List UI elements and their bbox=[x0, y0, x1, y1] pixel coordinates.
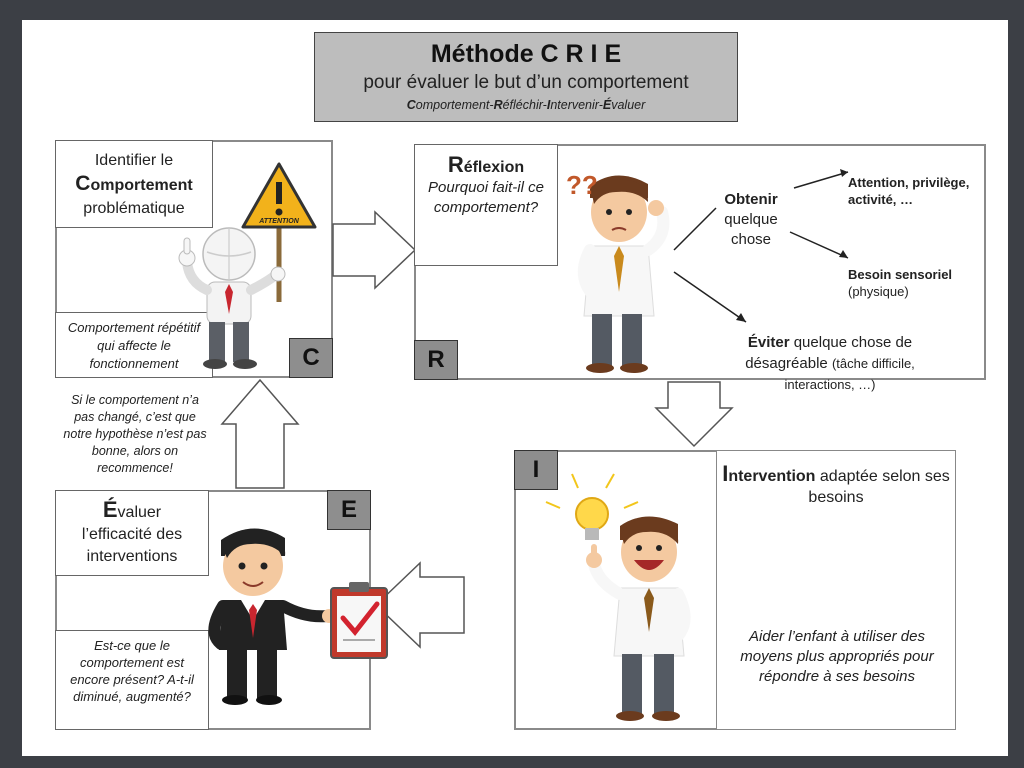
r-avoid-word: Éviter bbox=[747, 334, 790, 351]
arrow-c-to-r bbox=[332, 210, 417, 290]
i-initial: I bbox=[722, 461, 729, 486]
r-physical: (physique) bbox=[848, 284, 909, 299]
i-help: Aider l’enfant à utiliser des moyens plu… bbox=[740, 628, 934, 685]
sign-text: ATTENTION bbox=[258, 218, 299, 225]
e-initial: É bbox=[102, 497, 118, 522]
c-initial: C bbox=[75, 172, 91, 195]
title-box: Méthode C R I E pour évaluer le but d’un… bbox=[314, 32, 738, 122]
label-r: R bbox=[414, 340, 458, 380]
panel-e: Évaluer l’efficacité des interventions E… bbox=[55, 490, 388, 730]
c-line3: problématique bbox=[83, 200, 185, 217]
acronym-e: É bbox=[602, 98, 612, 112]
label-e: E bbox=[327, 490, 371, 530]
e-title-box: Évaluer l’efficacité des interventions bbox=[55, 490, 209, 576]
i-rest2: adaptée selon ses besoins bbox=[808, 468, 950, 506]
arrow-e-to-c bbox=[220, 378, 300, 489]
title-subtitle: pour évaluer le but d’un comportement bbox=[363, 72, 689, 93]
e-rest: valuer bbox=[117, 504, 162, 521]
panel-r: Réflexion Pourquoi fait-il ce comporteme… bbox=[414, 144, 988, 392]
c-note: Comportement répétitif qui affecte le fo… bbox=[55, 312, 213, 378]
r-attention: Attention, privilège, activité, … bbox=[848, 175, 970, 207]
r-obtain: Obtenir quelque chose bbox=[712, 190, 790, 250]
r-avoid: Éviter quelque chose de désagréable (tâc… bbox=[716, 332, 944, 395]
label-i: I bbox=[514, 450, 558, 490]
acronym-i-rest: ntervenir- bbox=[550, 98, 603, 112]
acronym-e-rest: valuer bbox=[611, 98, 646, 112]
r-sensory: Besoin sensoriel (physique) bbox=[848, 266, 988, 300]
c-line1: Identifier le bbox=[94, 152, 174, 169]
acronym-i: I bbox=[546, 98, 551, 112]
r-obtain-rest: quelque chose bbox=[724, 211, 778, 248]
c-title-box: Identifier le Comportement problématique bbox=[55, 140, 213, 228]
i-title: Intervention adaptée selon ses besoins bbox=[717, 463, 955, 508]
title-acronym: Comportement-Réfléchir-Intervenir-Évalue… bbox=[315, 98, 737, 112]
arrow-r-to-i bbox=[654, 381, 734, 448]
r-rest: éflexion bbox=[463, 159, 525, 176]
e-question: Est-ce que le comportement est encore pr… bbox=[55, 630, 209, 730]
r-avoid-rest: quelque chose de désagréable bbox=[745, 334, 913, 372]
figure-confused-man: ?? bbox=[566, 169, 849, 373]
figure-checklist-man bbox=[208, 528, 388, 705]
r-obtain-word: Obtenir bbox=[724, 191, 778, 208]
r-title-box: Réflexion Pourquoi fait-il ce comporteme… bbox=[414, 144, 558, 266]
acronym-r-rest: éfléchir- bbox=[502, 98, 547, 112]
r-initial: R bbox=[447, 152, 464, 177]
r-question: Pourquoi fait-il ce comportement? bbox=[428, 179, 544, 216]
title-main: Méthode C R I E bbox=[430, 40, 622, 68]
acronym-c-rest: omportement- bbox=[415, 98, 494, 112]
panel-i: Intervention adaptée selon ses besoins A… bbox=[514, 450, 956, 730]
acronym-c: C bbox=[406, 98, 416, 112]
e-line2: l’efficacité des interventions bbox=[81, 526, 183, 565]
c-rest: omportement bbox=[90, 177, 193, 194]
question-marks: ?? bbox=[566, 170, 598, 200]
i-rest: ntervention bbox=[728, 468, 816, 485]
slide: Méthode C R I E pour évaluer le but d’un… bbox=[22, 20, 1008, 756]
loop-note: Si le comportement n’a pas changé, c’est… bbox=[63, 393, 207, 475]
i-box: Intervention adaptée selon ses besoins A… bbox=[716, 450, 956, 730]
acronym-r: R bbox=[493, 98, 503, 112]
label-c: C bbox=[289, 338, 333, 378]
r-sensory-word: Besoin sensoriel bbox=[848, 267, 953, 282]
arrow-i-to-e bbox=[374, 561, 465, 649]
r-avoid-detail: (tâche difficile, interactions, …) bbox=[784, 356, 915, 392]
figure-idea-man bbox=[545, 473, 691, 721]
figure-attention-sign: ATTENTION bbox=[178, 162, 317, 369]
panel-c: Identifier le Comportement problématique… bbox=[55, 140, 333, 378]
